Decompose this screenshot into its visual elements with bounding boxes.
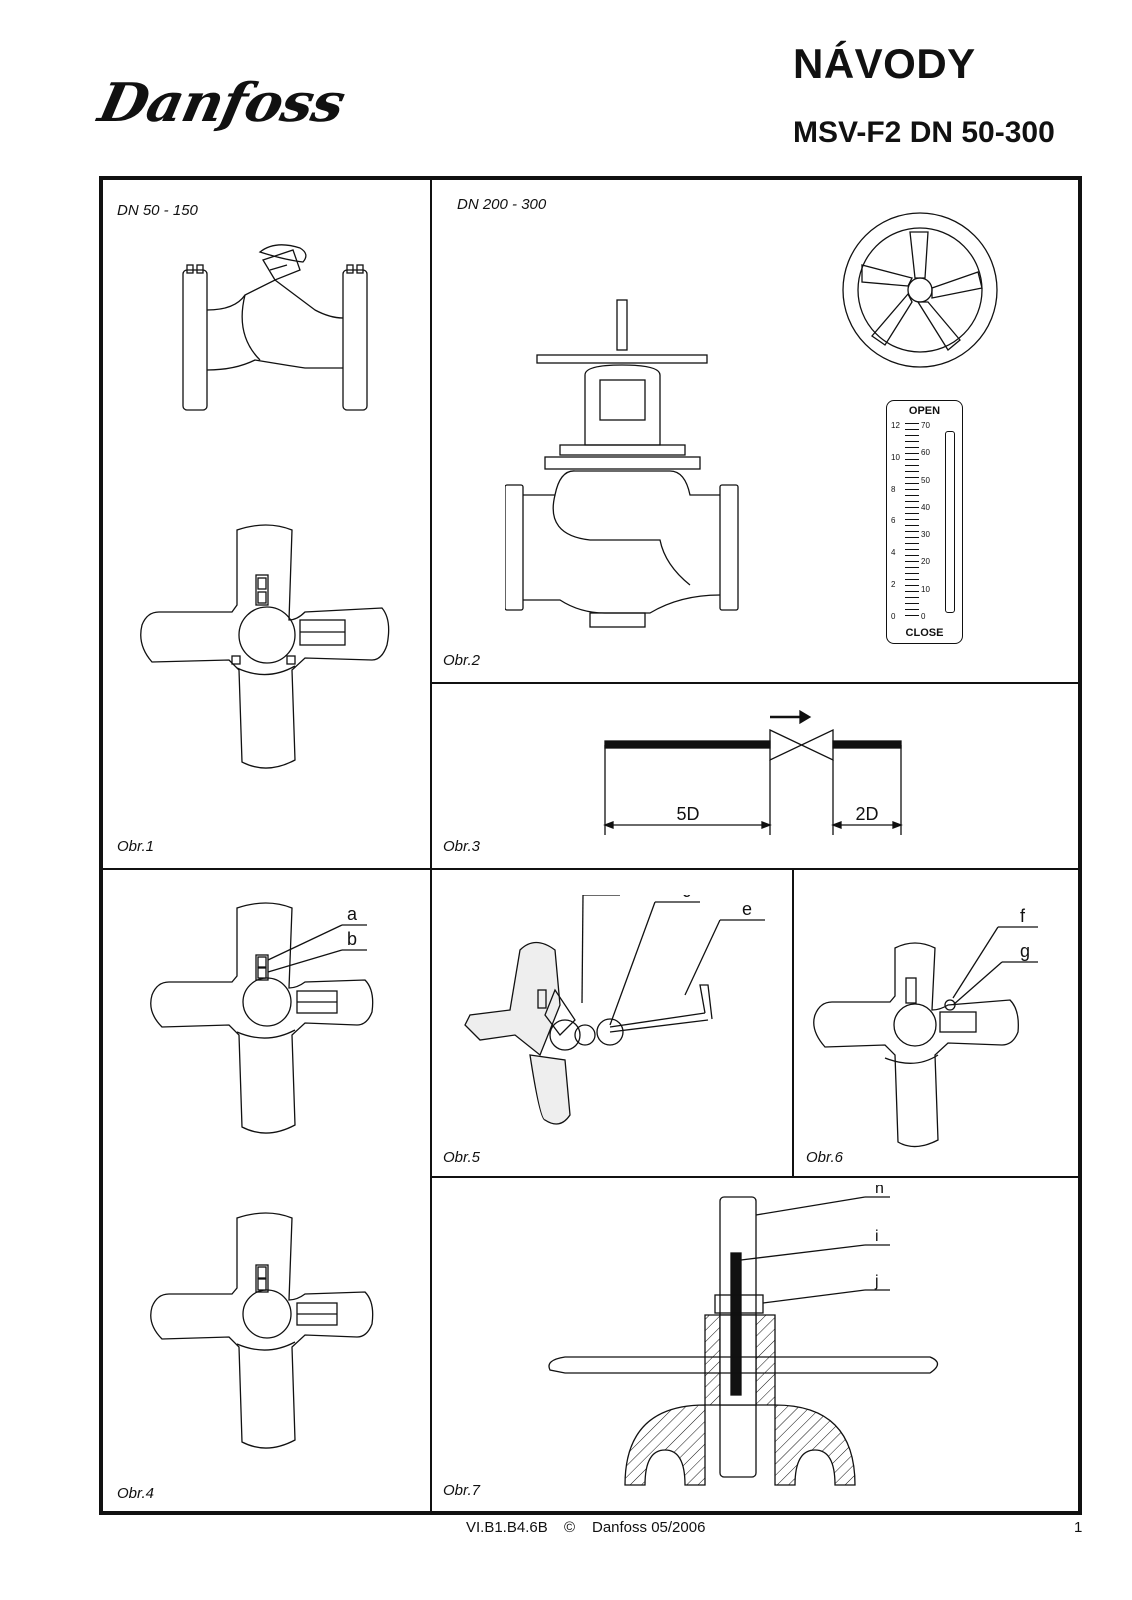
- scale-right-50: 50: [921, 475, 930, 485]
- scale-left-4: 4: [891, 548, 896, 558]
- scale-close-label: CLOSE: [905, 627, 944, 639]
- label-e: e: [742, 899, 752, 919]
- caption-obr6: Obr.6: [806, 1149, 843, 1166]
- range-label-dn50-150: DN 50 - 150: [117, 202, 198, 219]
- handwheel-obr1-drawing: [140, 524, 390, 769]
- scale-right-20: 20: [921, 557, 930, 567]
- dimension-2d: 2D: [855, 804, 878, 824]
- scale-left-2: 2: [891, 580, 896, 590]
- straight-pipe-diagram: 5D 2D: [603, 709, 903, 835]
- divider-vertical-main: [430, 178, 432, 1512]
- caption-obr7: Obr.7: [443, 1482, 480, 1499]
- handwheel-with-key-drawing: d c e: [464, 895, 765, 1125]
- handwheel-obr4-lower-drawing: [150, 1212, 374, 1449]
- scale-right-10: 10: [921, 584, 930, 594]
- scale-right-60: 60: [921, 448, 930, 458]
- caption-obr3: Obr.3: [443, 838, 480, 855]
- caption-obr1: Obr.1: [117, 838, 154, 855]
- handwheel-top-view-drawing: [842, 212, 998, 368]
- valve-dn50-150-drawing: [182, 244, 368, 411]
- label-a: a: [347, 904, 358, 924]
- label-b: b: [347, 929, 357, 949]
- caption-obr2: Obr.2: [443, 652, 480, 669]
- footer-page-number: 1: [1074, 1519, 1083, 1536]
- dimension-5d: 5D: [676, 804, 699, 824]
- scale-right-70: 70: [921, 421, 930, 430]
- scale-ticks: [905, 423, 919, 619]
- scale-right-0: 0: [921, 611, 926, 621]
- brand-wordmark: Danfoss: [93, 71, 350, 135]
- scale-indicator-tube: [945, 431, 955, 613]
- scale-left-10: 10: [891, 452, 900, 462]
- scale-left-8: 8: [891, 484, 896, 494]
- footer-issuer: Danfoss 05/2006: [592, 1519, 706, 1536]
- handwheel-obr6-drawing: f g: [813, 906, 1038, 1148]
- divider-h-right-bottom: [431, 1176, 1079, 1178]
- document-type-title: NÁVODY: [793, 40, 976, 87]
- caption-obr4: Obr.4: [117, 1485, 154, 1502]
- label-j: j: [874, 1273, 879, 1290]
- footer-document-code: VI.B1.B4.6B: [466, 1519, 548, 1536]
- divider-v-obr5-obr6: [792, 869, 794, 1176]
- divider-h-right-top: [431, 682, 1079, 684]
- setting-scale: OPEN CLOSE 12 10 8 6 4 2 0 70 60 50 40 3…: [886, 400, 963, 644]
- figure-frame: [99, 176, 1082, 1515]
- scale-right-40: 40: [921, 502, 930, 512]
- label-i: i: [875, 1228, 879, 1245]
- caption-obr5: Obr.5: [443, 1149, 480, 1166]
- scale-right-30: 30: [921, 530, 930, 540]
- range-label-dn200-300: DN 200 - 300: [457, 196, 547, 213]
- model-title: MSV-F2 DN 50-300: [793, 116, 1055, 149]
- scale-right-numbers: 70 60 50 40 30 20 10 0: [921, 421, 930, 621]
- label-h: h: [875, 1185, 884, 1197]
- divider-h-full: [101, 868, 1079, 870]
- scale-left-6: 6: [891, 516, 896, 526]
- danfoss-logo: Danfoss: [93, 68, 349, 158]
- label-g: g: [1020, 941, 1030, 961]
- handwheel-cross-section-drawing: h i j: [548, 1185, 939, 1486]
- label-c: c: [682, 895, 691, 901]
- label-f: f: [1020, 906, 1026, 926]
- handwheel-obr4-upper-drawing: a b: [150, 902, 374, 1134]
- scale-left-numbers: 12 10 8 6 4 2 0: [891, 421, 900, 621]
- scale-left-12: 12: [891, 421, 900, 430]
- valve-dn200-300-drawing: [505, 299, 739, 628]
- scale-left-0: 0: [891, 611, 896, 621]
- scale-open-label: OPEN: [908, 405, 941, 417]
- footer-copyright-symbol: ©: [564, 1519, 576, 1536]
